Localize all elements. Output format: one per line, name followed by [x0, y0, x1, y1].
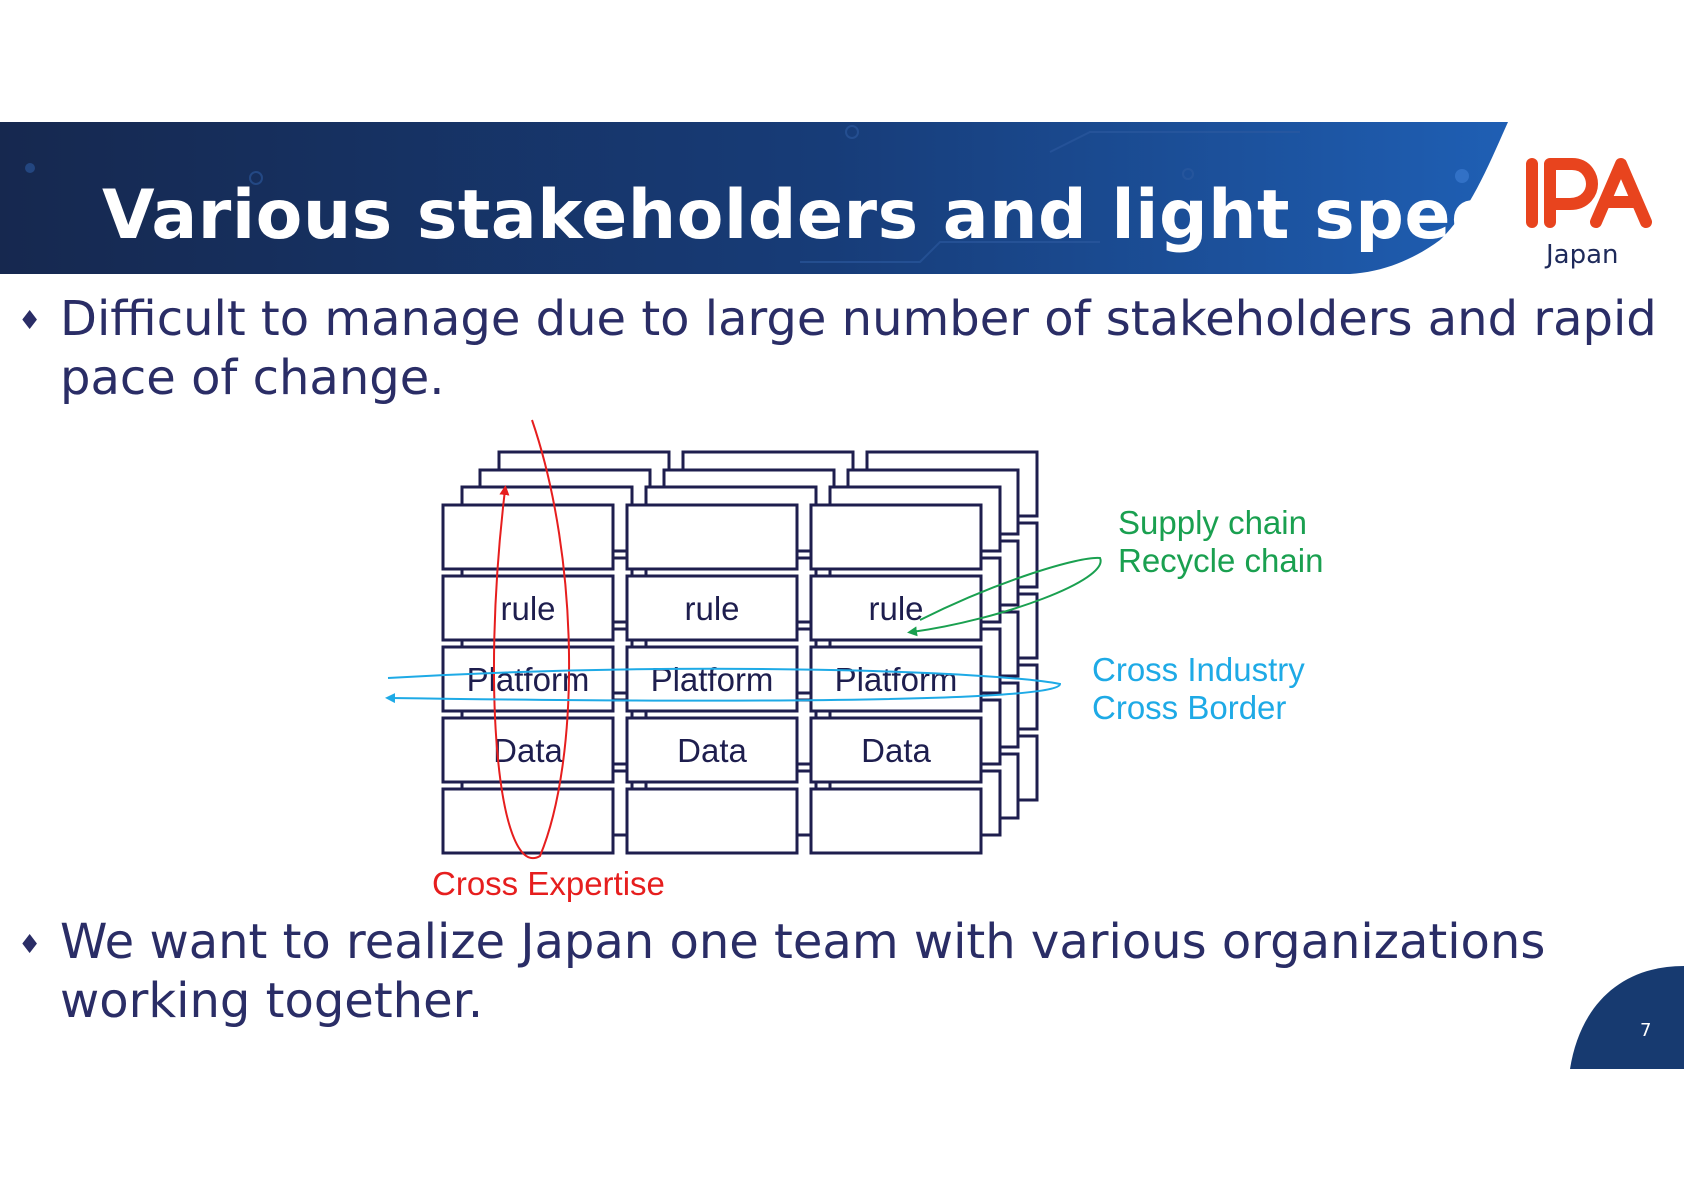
- grid-box: [441, 716, 615, 784]
- back-layer-box: [497, 521, 671, 589]
- back-layer-box: [662, 468, 836, 536]
- grid-box: [809, 574, 983, 642]
- supply-chain-loop: [907, 556, 1102, 637]
- grid-label: Platform: [467, 661, 590, 698]
- supply-chain-label: Supply chain: [1118, 504, 1307, 541]
- bullet-2: We want to realize Japan one team with v…: [60, 914, 1546, 1029]
- ipa-logo-mark: [1526, 158, 1652, 228]
- grid-box: [625, 503, 799, 571]
- back-layer-box: [865, 521, 1039, 589]
- back-layer-box: [681, 734, 855, 802]
- grid-label: Platform: [651, 661, 774, 698]
- bullet-1: Difficult to manage due to large number …: [60, 291, 1657, 406]
- grid-label: Data: [861, 732, 931, 769]
- back-layer-box: [460, 698, 634, 766]
- recycle-chain-label: Recycle chain: [1118, 542, 1323, 579]
- back-layer-box: [865, 663, 1039, 731]
- slide-title: Various stakeholders and light speed: [102, 176, 1547, 255]
- grid-label: Platform: [835, 661, 958, 698]
- back-layer-box: [497, 663, 671, 731]
- grid-label: Data: [677, 732, 747, 769]
- grid-box: [809, 716, 983, 784]
- front-grid: [441, 503, 983, 855]
- back-layer-box: [662, 610, 836, 678]
- back-layer-box: [478, 752, 652, 820]
- back-layer-box: [497, 592, 671, 660]
- ipa-logo: [1518, 150, 1658, 280]
- grid-box: [441, 787, 615, 855]
- grid-box: [809, 787, 983, 855]
- logo-subtext: Japan: [1546, 240, 1619, 270]
- back-layer-box: [846, 539, 1020, 607]
- back-layer-box: [478, 610, 652, 678]
- back-layer-box: [846, 468, 1020, 536]
- grid-box: [625, 787, 799, 855]
- grid-box: [441, 645, 615, 713]
- back-layer-box: [478, 468, 652, 536]
- back-layer-box: [846, 681, 1020, 749]
- back-layer-box: [478, 681, 652, 749]
- back-layer-box: [662, 752, 836, 820]
- grid-box: [625, 645, 799, 713]
- grid-box: [809, 503, 983, 571]
- grid-label: rule: [684, 590, 739, 627]
- bullet-marker: ♦: [18, 930, 42, 960]
- grid-box: [441, 503, 615, 571]
- grid-label: rule: [500, 590, 555, 627]
- back-layer-box: [644, 698, 818, 766]
- back-layer-box: [865, 734, 1039, 802]
- back-layer-box: [644, 627, 818, 695]
- back-layer-box: [828, 698, 1002, 766]
- back-layer-box: [497, 734, 671, 802]
- back-layer-box: [846, 610, 1020, 678]
- cross-expertise-loop: [493, 419, 571, 860]
- title-banner: [0, 122, 1684, 274]
- grid-label: rule: [868, 590, 923, 627]
- grid-label: Data: [493, 732, 563, 769]
- back-layer-box: [460, 769, 634, 837]
- back-layer-box: [662, 681, 836, 749]
- page-corner: [1570, 966, 1684, 1069]
- back-layer-box: [460, 627, 634, 695]
- cross-border-label: Cross Border: [1092, 689, 1286, 726]
- page-number: 7: [1640, 1020, 1652, 1041]
- back-layer-box: [681, 521, 855, 589]
- back-layer-box: [865, 592, 1039, 660]
- stacked-layers: [460, 450, 1039, 837]
- back-layer-box: [828, 556, 1002, 624]
- back-layer-box: [478, 539, 652, 607]
- back-layer-box: [865, 450, 1039, 518]
- back-layer-box: [460, 556, 634, 624]
- cross-industry-label: Cross Industry: [1092, 651, 1305, 688]
- grid-box: [625, 716, 799, 784]
- grid-box: [809, 645, 983, 713]
- back-layer-box: [644, 769, 818, 837]
- back-layer-box: [644, 485, 818, 553]
- bullet-marker: ♦: [18, 306, 42, 336]
- back-layer-box: [681, 450, 855, 518]
- back-layer-box: [828, 627, 1002, 695]
- back-layer-box: [846, 752, 1020, 820]
- back-layer-box: [662, 539, 836, 607]
- back-layer-box: [644, 556, 818, 624]
- back-layer-box: [828, 485, 1002, 553]
- back-layer-box: [681, 663, 855, 731]
- back-layer-box: [497, 450, 671, 518]
- back-layer-box: [460, 485, 634, 553]
- grid-box: [441, 574, 615, 642]
- grid-box: [625, 574, 799, 642]
- back-layer-box: [681, 592, 855, 660]
- cross-expertise-label: Cross Expertise: [432, 865, 665, 902]
- back-layer-box: [828, 769, 1002, 837]
- cross-industry-loop: [385, 667, 1062, 704]
